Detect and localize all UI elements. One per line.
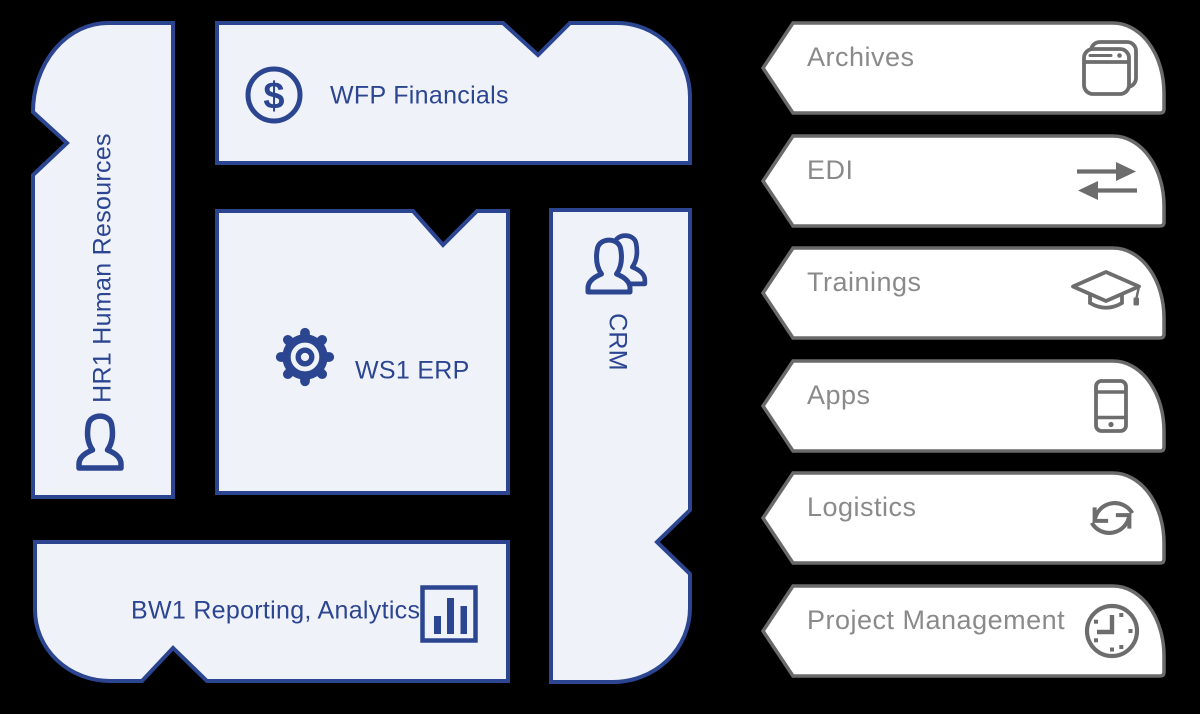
banner-shape	[760, 134, 1166, 228]
banner-edi: EDI	[760, 134, 1166, 228]
banner-shape	[760, 584, 1166, 678]
banner-shape	[760, 21, 1166, 115]
wfp-financials-piece-shape	[215, 21, 692, 165]
dollar-icon: $	[245, 66, 303, 124]
banner-label: Project Management	[807, 605, 1066, 635]
wfp-financials-label: WFP Financials	[330, 81, 509, 110]
banner-shape	[760, 359, 1166, 453]
crm-label: CRM	[603, 313, 632, 371]
crm-piece-shape	[549, 208, 692, 684]
graduation-cap-icon	[1071, 270, 1141, 310]
smartphone-icon	[1094, 379, 1128, 433]
dollar-symbol: $	[263, 76, 284, 118]
ws1-erp-piece-shape	[215, 209, 510, 495]
banner-label: EDI	[807, 155, 854, 185]
banner-logistics: Logistics	[760, 471, 1166, 565]
bar-chart-icon	[420, 585, 478, 643]
banner-archives: Archives	[760, 21, 1166, 115]
person-icon	[76, 413, 124, 471]
transfer-arrows-icon	[1077, 162, 1137, 200]
gear-icon	[275, 327, 335, 387]
banner-shape	[760, 471, 1166, 565]
hr1-label: HR1 Human Resources	[88, 133, 117, 403]
bw1-reporting-piece-shape	[33, 540, 510, 683]
banner-trainings: Trainings	[760, 246, 1166, 340]
people-icon	[585, 233, 648, 295]
banner-label: Logistics	[807, 492, 917, 522]
sync-arrows-icon	[1090, 501, 1134, 535]
bw1-reporting-label: BW1 Reporting, Analytics	[131, 596, 421, 625]
banner-label: Archives	[807, 42, 915, 72]
stacked-cards-icon	[1082, 40, 1138, 96]
banner-project-management: Project Management	[760, 584, 1166, 678]
banner-apps: Apps	[760, 359, 1166, 453]
ws1-erp-label: WS1 ERP	[355, 356, 470, 385]
banner-label: Apps	[807, 380, 871, 410]
banner-label: Trainings	[807, 267, 922, 297]
hr1-piece-shape	[30, 21, 175, 499]
clock-icon	[1084, 603, 1140, 659]
banner-shape	[760, 246, 1166, 340]
